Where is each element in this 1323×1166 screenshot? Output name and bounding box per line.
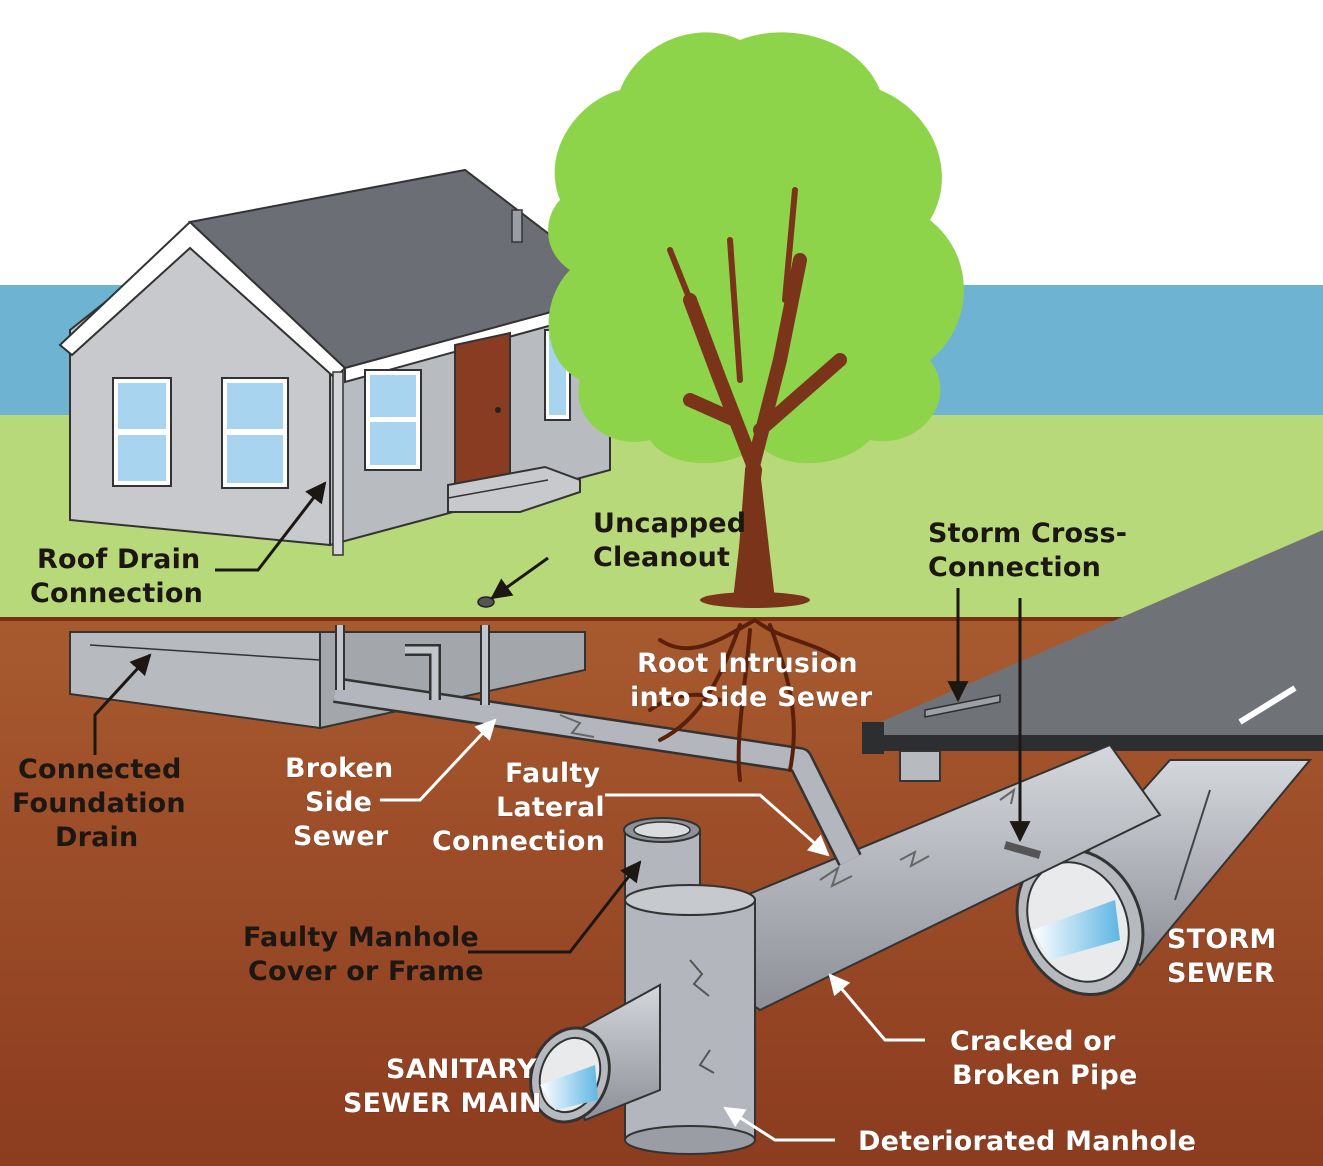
label-broken-side-sewer: Broken Side Sewer <box>285 753 403 852</box>
side-sewer-pipe <box>333 625 862 866</box>
manhole <box>623 817 756 1155</box>
faulty-lateral-leader <box>605 793 830 857</box>
house <box>58 168 628 556</box>
cracked-pipe-leader <box>828 973 925 1042</box>
label-root-intrusion: Root Intrusion into Side Sewer <box>630 648 873 713</box>
label-faulty-manhole-cover: Faulty Manhole Cover or Frame <box>243 922 489 987</box>
label-faulty-lateral-connection: Faulty Lateral Connection <box>432 758 614 857</box>
storm-sewer-pipe <box>1015 759 1313 997</box>
tree-roots <box>648 618 842 782</box>
label-storm-cross-connection: Storm Cross- Connection <box>928 518 1137 583</box>
roof-drain-leader <box>215 481 327 572</box>
leader-lines <box>93 481 1031 1142</box>
cleanout-cap <box>477 596 495 608</box>
label-sanitary-sewer-main: SANITARY SEWER MAIN <box>343 1054 546 1119</box>
label-cracked-broken-pipe: Cracked or Broken Pipe <box>950 1026 1138 1091</box>
label-uncapped-cleanout: Uncapped Cleanout <box>593 508 756 573</box>
label-deteriorated-manhole: Deteriorated Manhole <box>858 1126 1196 1157</box>
tree <box>548 32 964 608</box>
label-roof-drain-connection: Roof Drain Connection <box>30 544 210 609</box>
cleanout-leader <box>490 556 549 600</box>
road <box>862 530 1323 782</box>
broken-side-sewer-leader <box>380 718 497 802</box>
foundation-leader <box>93 653 152 755</box>
label-connected-foundation-drain: Connected Foundation Drain <box>12 754 195 853</box>
deteriorated-manhole-leader <box>723 1106 835 1142</box>
sanitary-outlet-pipe <box>529 983 661 1124</box>
label-storm-sewer: STORM SEWER <box>1167 924 1286 989</box>
manhole-cover-leader <box>468 860 642 954</box>
